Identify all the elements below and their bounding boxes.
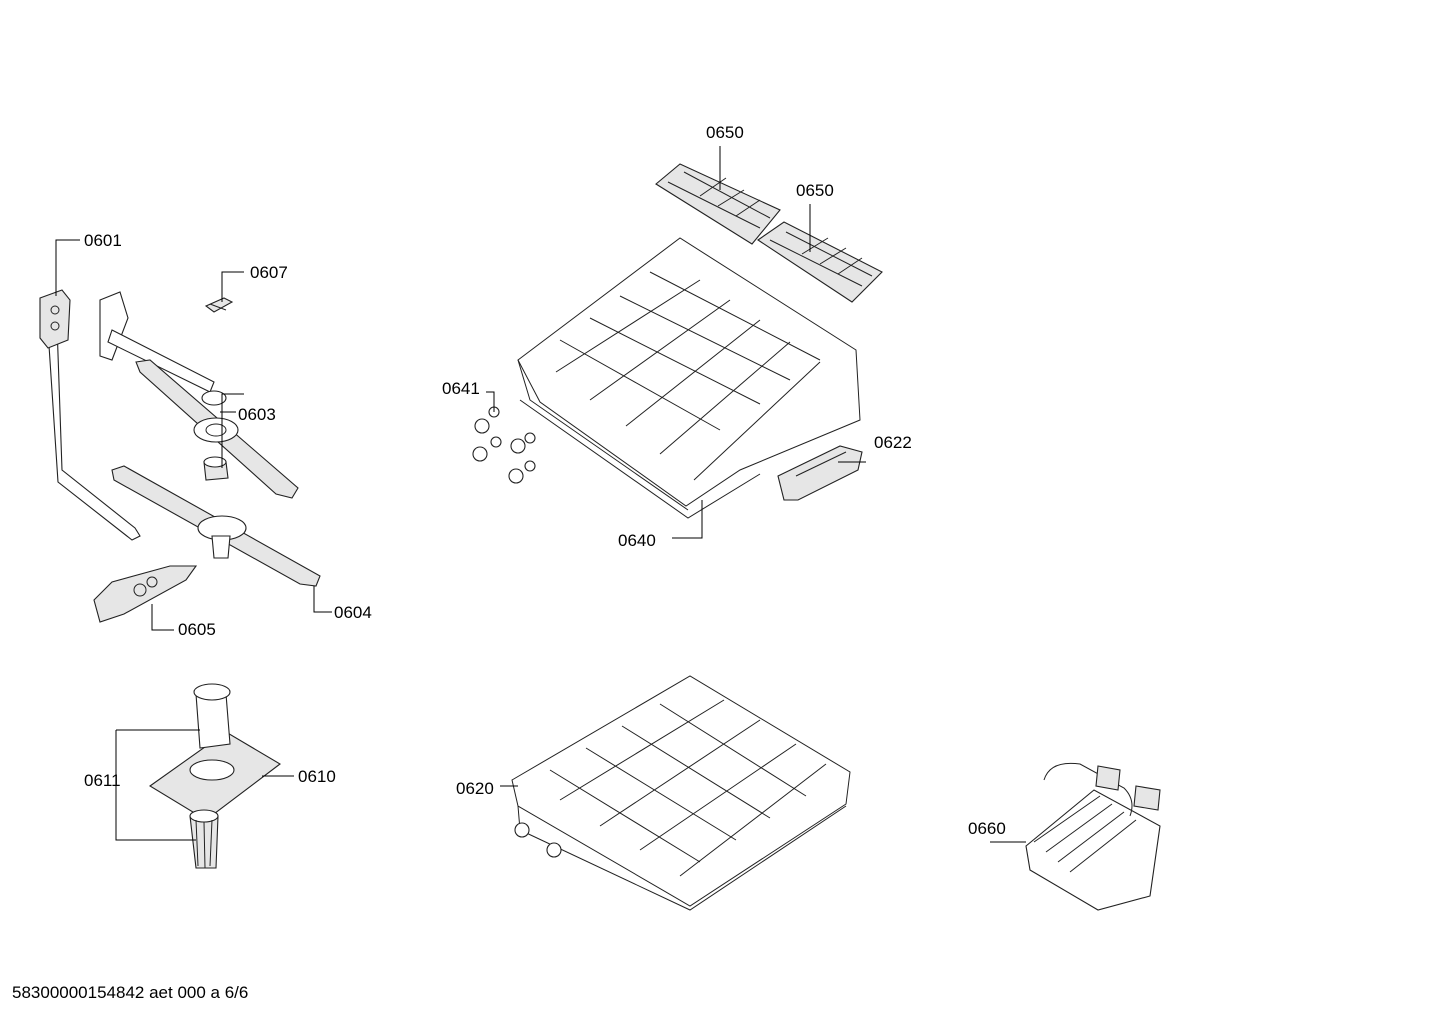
callout-0604: 0604 [334, 603, 372, 622]
part-0641-basket-rollers [472, 406, 536, 484]
part-0607-clip [204, 297, 234, 313]
part-0650-tine-insert-b [757, 221, 883, 303]
part-0650-tine-insert-a [655, 163, 781, 245]
leader-lines [55, 146, 1026, 843]
callout-0640: 0640 [618, 531, 656, 550]
part-0610-filter-tray [148, 683, 281, 821]
part-0605-micro-filter-plate [93, 565, 198, 623]
drawing-reference-footer: 58300000154842 aet 000 a 6/6 [12, 983, 248, 1002]
part-0611-fine-filter [189, 809, 219, 869]
callout-0660: 0660 [968, 819, 1006, 838]
callout-0610: 0610 [298, 767, 336, 786]
part-0640-upper-basket [517, 237, 861, 519]
callout-0641: 0641 [442, 379, 480, 398]
callout-0650-a: 0650 [706, 123, 744, 142]
part-0622-basket-handle [777, 445, 863, 501]
callout-labels: 0601 0607 0603 0604 0605 0611 0610 0650 … [84, 123, 1006, 838]
callout-0622: 0622 [874, 433, 912, 452]
callout-0605: 0605 [178, 620, 216, 639]
callout-0650-b: 0650 [796, 181, 834, 200]
part-0603-upper-spray-arm [99, 291, 299, 499]
callout-0601: 0601 [84, 231, 122, 250]
part-0620-lower-basket [511, 675, 851, 911]
callout-0607: 0607 [250, 263, 288, 282]
callout-0611: 0611 [84, 771, 121, 790]
part-0604-lower-spray-arm [111, 465, 321, 587]
callout-0620: 0620 [456, 779, 494, 798]
part-0660-cutlery-basket [1025, 762, 1161, 911]
part-0601-supply-pipe [39, 289, 141, 541]
callout-0603: 0603 [238, 405, 276, 424]
